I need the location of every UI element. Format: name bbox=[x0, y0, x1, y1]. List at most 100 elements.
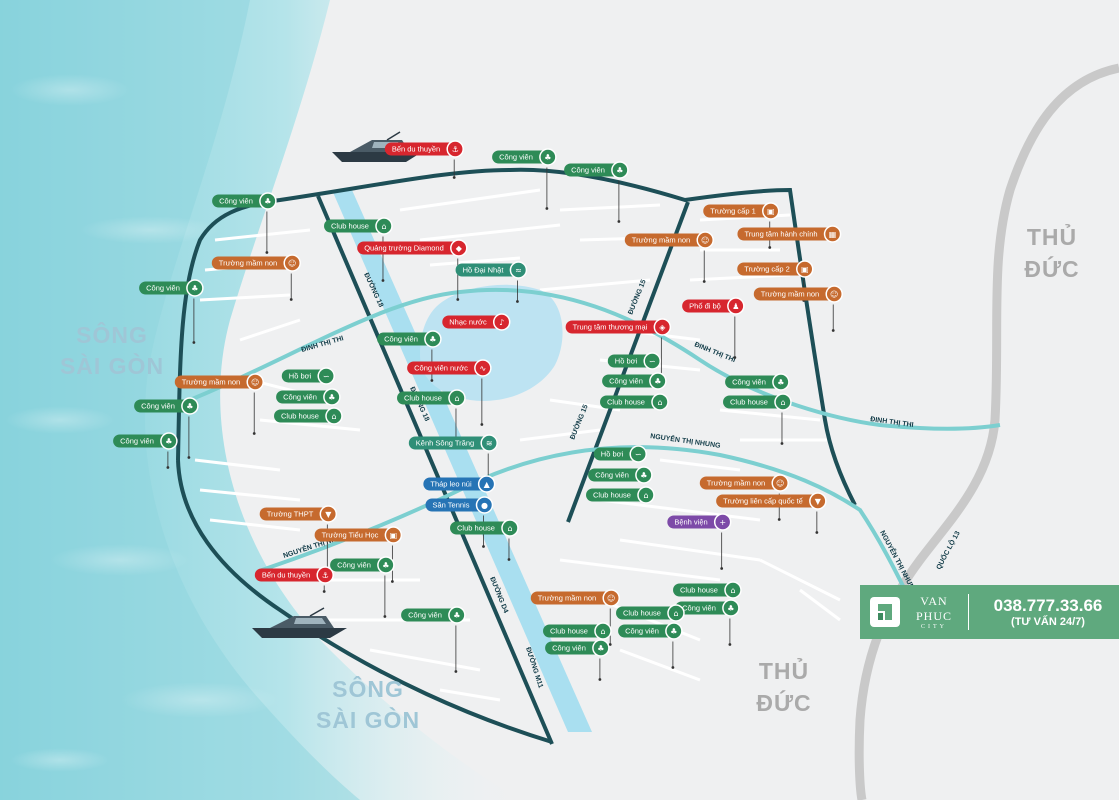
pin-pill[interactable] bbox=[423, 477, 495, 491]
poi-pin-club-house-9[interactable]: ⌂Club house bbox=[616, 604, 685, 622]
poi-pin-cong-vien-5[interactable]: ♣Công viên bbox=[377, 330, 442, 382]
tree-icon-glyph: ♣ bbox=[616, 166, 623, 175]
pin-pill[interactable] bbox=[455, 263, 527, 277]
poi-pin-club-house-6[interactable]: ⌂Club house bbox=[723, 393, 792, 445]
poi-pin-truong-mam-non-2[interactable]: ☺Trường mầm non bbox=[174, 373, 264, 435]
poi-pin-ho-dai-nhat[interactable]: ≈Hồ Đại Nhật bbox=[455, 261, 528, 303]
pin-pill[interactable] bbox=[624, 233, 714, 247]
poi-pin-cong-vien-15[interactable]: ♣Công viên bbox=[618, 622, 683, 669]
poi-pin-cong-vien-1[interactable]: ♣Công viên bbox=[492, 148, 557, 210]
poi-pin-club-house-4[interactable]: ⌂Club house bbox=[450, 519, 519, 561]
pin-pill[interactable] bbox=[408, 436, 498, 450]
tennis-icon bbox=[475, 496, 494, 514]
pin-pill[interactable] bbox=[174, 375, 264, 389]
poi-pin-club-house-5[interactable]: ⌂Club house bbox=[600, 393, 669, 411]
pin-pill[interactable] bbox=[450, 521, 518, 535]
poi-pin-club-house-10[interactable]: ⌂Club house bbox=[543, 622, 612, 640]
poi-pin-cong-vien-nuoc[interactable]: ∿Công viên nước bbox=[407, 359, 492, 426]
poi-pin-truong-tieu-hoc[interactable]: ▣Trường Tiểu Học bbox=[314, 526, 403, 583]
pin-pill[interactable] bbox=[586, 488, 654, 502]
pin-pill[interactable] bbox=[324, 219, 392, 233]
pin-dot bbox=[617, 220, 621, 223]
poi-pin-trung-tam-hanh-chinh[interactable]: ▦Trung tâm hành chính bbox=[737, 225, 842, 243]
hotline-number[interactable]: 038.777.33.66 bbox=[993, 596, 1103, 615]
pin-pill[interactable] bbox=[716, 494, 826, 508]
poi-pin-cong-vien-4[interactable]: ♣Công viên bbox=[139, 279, 204, 344]
poi-pin-benh-vien[interactable]: +Bệnh viện bbox=[667, 513, 732, 570]
pin-pill[interactable] bbox=[211, 256, 301, 270]
pin-pill[interactable] bbox=[737, 227, 841, 241]
poi-pin-truong-mam-non-6[interactable]: ☺Trường mầm non bbox=[530, 589, 620, 646]
poi-pin-cong-vien-8[interactable]: ♣Công viên bbox=[113, 432, 178, 469]
poi-pin-trung-tam-thuong-mai[interactable]: ◈Trung tâm thương mại bbox=[565, 318, 672, 385]
poi-pin-club-house-8[interactable]: ⌂Club house bbox=[673, 581, 742, 599]
poi-pin-ho-boi-3[interactable]: ∽Hồ bơi bbox=[593, 445, 647, 463]
pin-label: Bến du thuyền bbox=[262, 571, 310, 580]
pin-pill[interactable] bbox=[699, 476, 789, 490]
pin-pill[interactable] bbox=[357, 241, 467, 255]
poi-pin-truong-cap-1[interactable]: ▣Trường cấp 1 bbox=[703, 202, 780, 249]
pin-pill[interactable] bbox=[600, 395, 668, 409]
pin-pill[interactable] bbox=[274, 409, 342, 423]
pin-pill[interactable] bbox=[442, 315, 510, 329]
poi-pin-ho-boi-1[interactable]: ∽Hồ bơi bbox=[281, 367, 335, 385]
region-label-song-saigon-west: SÔNG bbox=[76, 321, 148, 348]
poi-pin-cong-vien-2[interactable]: ♣Công viên bbox=[564, 161, 629, 223]
walk-icon-glyph: ♟ bbox=[732, 302, 739, 311]
pin-pill[interactable] bbox=[737, 262, 813, 276]
poi-pin-san-tennis[interactable]: ●Sân Tennis bbox=[425, 496, 494, 548]
pin-pill[interactable] bbox=[254, 568, 334, 582]
poi-pin-club-house-7[interactable]: ⌂Club house bbox=[586, 486, 655, 504]
poi-pin-cong-vien-10[interactable]: ♣Công viên bbox=[401, 606, 466, 673]
pin-pill[interactable] bbox=[543, 624, 611, 638]
poi-pin-cong-vien-14[interactable]: ♣Công viên bbox=[675, 599, 740, 646]
pin-pill[interactable] bbox=[384, 142, 464, 156]
pin-pill[interactable] bbox=[616, 606, 684, 620]
pin-pill[interactable] bbox=[530, 591, 620, 605]
poi-pin-cong-vien-7[interactable]: ♣Công viên bbox=[134, 397, 199, 459]
poi-pin-cong-vien-11[interactable]: ♣Công viên bbox=[602, 372, 667, 390]
poi-pin-cong-vien-9[interactable]: ♣Công viên bbox=[330, 556, 395, 618]
pin-pill[interactable] bbox=[407, 361, 491, 375]
pin-pill[interactable] bbox=[673, 583, 741, 597]
pin-pill[interactable] bbox=[703, 204, 779, 218]
hotline-block[interactable]: 038.777.33.66 (TƯ VẤN 24/7) bbox=[977, 596, 1119, 628]
poi-pin-cong-vien-13[interactable]: ♣Công viên bbox=[588, 466, 653, 484]
poi-pin-truong-mam-non-3[interactable]: ☺Trường mầm non bbox=[624, 231, 714, 283]
pin-pill[interactable] bbox=[397, 391, 465, 405]
pin-pill[interactable] bbox=[565, 320, 671, 334]
poi-pin-ben-du-thuyen-1[interactable]: ⚓Bến du thuyền bbox=[384, 140, 464, 179]
kids-icon bbox=[602, 589, 620, 607]
boat-icon bbox=[446, 140, 464, 158]
poi-pin-quang-truong-diamond[interactable]: ◆Quảng trường Diamond bbox=[357, 239, 468, 301]
poi-pin-club-house-3[interactable]: ⌂Club house bbox=[397, 389, 466, 446]
pin-pill[interactable] bbox=[259, 507, 337, 521]
poi-pin-cong-vien-3[interactable]: ♣Công viên bbox=[212, 192, 277, 254]
square-icon-glyph: ◆ bbox=[456, 244, 463, 253]
poi-pin-thap-leo-nui[interactable]: ▲Tháp leo núi bbox=[423, 475, 496, 493]
building-icon bbox=[823, 225, 842, 243]
poi-pin-club-house-2[interactable]: ⌂Club house bbox=[274, 407, 343, 425]
poi-pin-truong-mam-non-4[interactable]: ☺Trường mầm non bbox=[753, 285, 843, 332]
poi-pin-cong-vien-6[interactable]: ♣Công viên bbox=[276, 388, 341, 406]
poi-pin-truong-lien-cap-quoc-te[interactable]: ▼Trường liên cấp quốc tế bbox=[716, 492, 827, 534]
pin-pill[interactable] bbox=[753, 287, 843, 301]
pin-dot bbox=[192, 341, 196, 344]
poi-pin-kenh-song-trang[interactable]: ≋Kênh Sông Trăng bbox=[408, 434, 498, 486]
kids-icon bbox=[283, 254, 301, 272]
poi-pin-ben-du-thuyen-2[interactable]: ⚓Bến du thuyền bbox=[254, 566, 334, 593]
poi-pin-truong-mam-non-1[interactable]: ☺Trường mầm non bbox=[211, 254, 301, 301]
poi-pin-nhac-nuoc[interactable]: ♪Nhạc nước bbox=[442, 313, 511, 331]
poi-pin-ho-boi-2[interactable]: ∽Hồ bơi bbox=[607, 352, 661, 370]
poi-pin-cong-vien-16[interactable]: ♣Công viên bbox=[545, 639, 610, 681]
pin-pill[interactable] bbox=[314, 528, 402, 542]
pin-pill[interactable] bbox=[723, 395, 791, 409]
contact-banner[interactable]: VAN PHUC CITY 038.777.33.66 (TƯ VẤN 24/7… bbox=[860, 585, 1119, 639]
pin-pill[interactable] bbox=[425, 498, 493, 512]
climb-icon bbox=[477, 475, 496, 493]
poi-pin-pho-di-bo[interactable]: ♟Phố đi bộ bbox=[682, 297, 745, 359]
poi-pin-truong-thpt[interactable]: ▼Trường THPT bbox=[259, 505, 338, 572]
poi-pin-truong-cap-2[interactable]: ▣Trường cấp 2 bbox=[737, 260, 814, 302]
pool-icon-glyph: ∽ bbox=[635, 450, 642, 459]
poi-pin-cong-vien-12[interactable]: ♣Công viên bbox=[725, 373, 790, 391]
